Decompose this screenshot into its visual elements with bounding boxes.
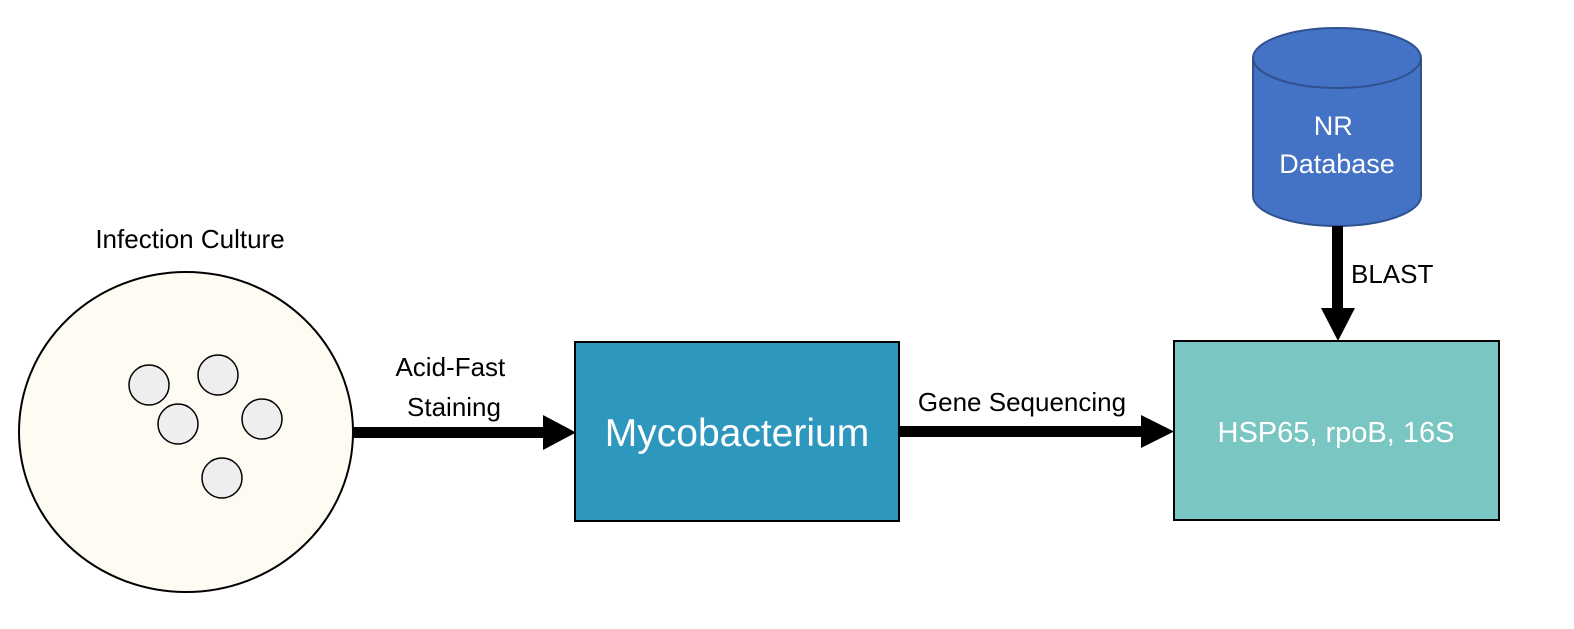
- colony: [157, 403, 199, 445]
- arrow-head: [543, 415, 576, 450]
- infection-culture-label: Infection Culture: [95, 224, 284, 254]
- arrow-shaft: [1332, 226, 1343, 310]
- arrow-shaft: [899, 426, 1143, 437]
- arrow-shaft: [353, 427, 545, 438]
- gene-sequencing-label: Gene Sequencing: [918, 387, 1126, 417]
- infection-culture-node: Infection Culture: [18, 224, 354, 593]
- gene-sequencing-edge: Gene Sequencing: [899, 387, 1174, 448]
- blast-edge: BLAST: [1321, 226, 1433, 341]
- blast-label: BLAST: [1351, 259, 1433, 289]
- mycobacterium-node: Mycobacterium: [574, 341, 900, 522]
- database-cylinder-body: [1252, 58, 1422, 227]
- colony: [201, 457, 243, 499]
- mycobacterium-label: Mycobacterium: [605, 412, 869, 455]
- arrow-head: [1321, 308, 1355, 341]
- arrow-head: [1141, 415, 1174, 448]
- mycobacterium-box: [574, 341, 900, 522]
- database-label: NR Database: [1279, 111, 1395, 179]
- acid-fast-staining-label: Acid-Fast Staining: [395, 352, 512, 422]
- database-cylinder-top: [1252, 27, 1422, 89]
- genes-label: HSP65, rpoB, 16S: [1218, 417, 1455, 449]
- nr-database-node: NR Database: [1252, 27, 1422, 227]
- genes-node: HSP65, rpoB, 16S: [1173, 340, 1500, 521]
- colony: [128, 364, 170, 406]
- colony: [241, 398, 283, 440]
- genes-box: [1173, 340, 1500, 521]
- colony: [197, 354, 239, 396]
- acid-fast-staining-edge: Acid-Fast Staining: [353, 352, 576, 450]
